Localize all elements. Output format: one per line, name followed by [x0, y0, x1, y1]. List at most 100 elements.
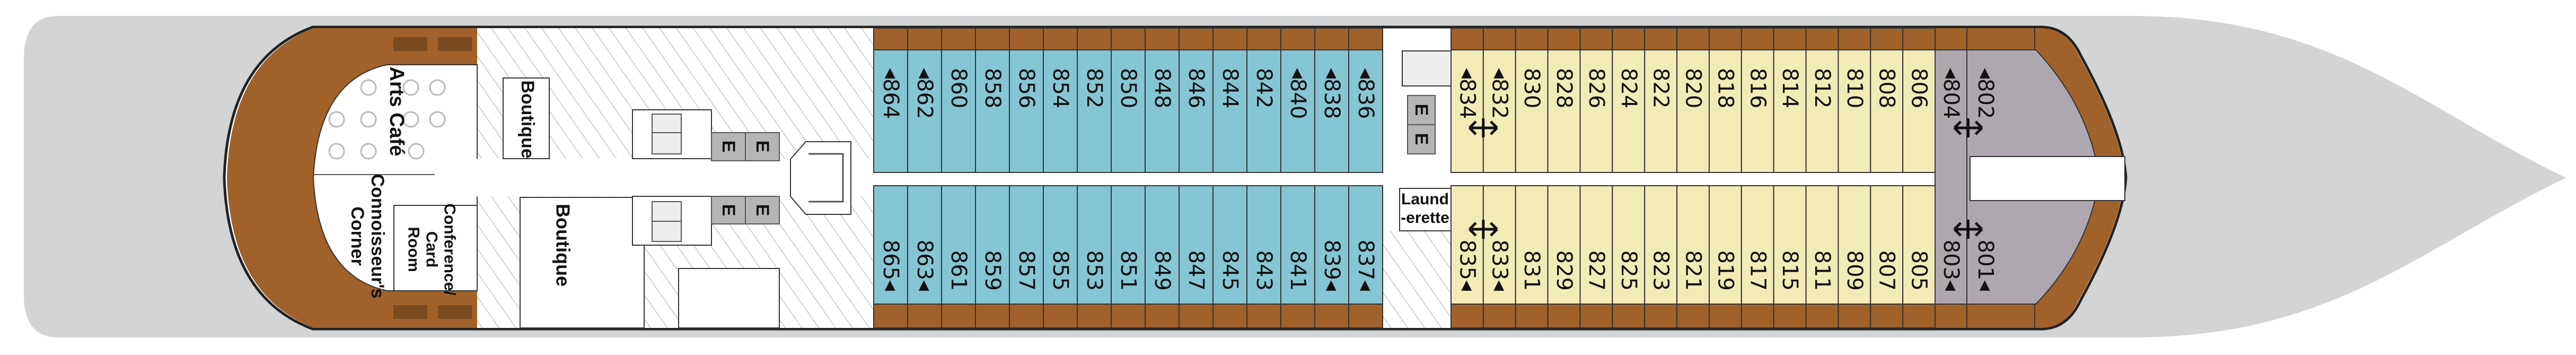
cabin-number: 814: [1778, 68, 1802, 108]
conference-room-label-2: Card: [423, 231, 441, 267]
elevator-bank-lower: E E: [711, 196, 780, 224]
cabin-number: 808: [1875, 68, 1899, 108]
cabin-815[interactable]: [1773, 185, 1807, 305]
cabin-number: ◀834: [1455, 68, 1479, 119]
accessible-marker-icon: ◀: [1943, 68, 1959, 79]
cabin-835[interactable]: [1450, 185, 1484, 305]
cabin-number: 810: [1842, 68, 1867, 108]
cabin-balcony: [1773, 28, 1807, 50]
cabin-balcony: [1280, 304, 1315, 328]
cabin-number: 851: [1116, 250, 1140, 291]
cabin-number: 831: [1519, 250, 1544, 291]
cabin-balcony: [1482, 28, 1516, 50]
cabin-number: 818: [1713, 68, 1737, 108]
connoisseurs-corner-label-1: Connoisseur's: [367, 174, 388, 299]
cabin-balcony: [941, 28, 976, 50]
launderette[interactable]: [1399, 188, 1452, 231]
cabin-830[interactable]: [1515, 49, 1549, 173]
cabin-848[interactable]: [1145, 49, 1180, 173]
cabin-822[interactable]: [1644, 49, 1678, 173]
cabin-833[interactable]: [1482, 185, 1516, 305]
cabin-810[interactable]: [1838, 49, 1871, 173]
cabin-816[interactable]: [1740, 49, 1774, 173]
cabin-number: 847: [1184, 250, 1208, 291]
cabin-number: 850: [1116, 68, 1140, 108]
cabin-number: 803◀: [1939, 240, 1963, 291]
cabin-806[interactable]: [1902, 49, 1936, 173]
cabin-856[interactable]: [1009, 49, 1044, 173]
cabin-826[interactable]: [1579, 49, 1613, 173]
cabin-865[interactable]: [873, 185, 908, 305]
cabin-817[interactable]: [1740, 185, 1774, 305]
cabin-balcony: [1579, 304, 1613, 328]
atrium-steps: [808, 153, 844, 203]
cabin-balcony: [1348, 28, 1383, 50]
cabin-number: 811: [1810, 250, 1834, 291]
cabin-831[interactable]: [1515, 185, 1549, 305]
cabin-balcony: [975, 28, 1010, 50]
cabin-839[interactable]: [1314, 185, 1349, 305]
cabin-862[interactable]: [907, 49, 942, 173]
mid-stairs: [1402, 50, 1452, 86]
arts-cafe-label: Arts Café: [385, 67, 408, 157]
cabin-852[interactable]: [1077, 49, 1112, 173]
connecting-door-icon: [1953, 220, 1983, 239]
boutique-upper[interactable]: [503, 77, 550, 159]
cabin-balcony: [1246, 304, 1281, 328]
elevator-label: E: [752, 204, 772, 217]
cabin-balcony: [1450, 28, 1484, 50]
cabin-834[interactable]: [1450, 49, 1484, 173]
cabin-balcony: [1314, 304, 1349, 328]
cabin-number: 855: [1048, 250, 1072, 291]
cabin-balcony: [1902, 304, 1936, 328]
cabin-balcony: [1902, 28, 1936, 50]
cabin-857[interactable]: [1009, 185, 1044, 305]
elevator-label: E: [1411, 104, 1431, 116]
cabin-824[interactable]: [1612, 49, 1646, 173]
cabin-836[interactable]: [1348, 49, 1383, 173]
cabin-balcony: [1515, 304, 1549, 328]
cabin-808[interactable]: [1870, 49, 1904, 173]
boutique-lower[interactable]: [520, 197, 645, 328]
cabin-number: 824: [1616, 68, 1641, 108]
cabin-number: 829: [1552, 250, 1576, 291]
conference-room-label-1: Conference/: [441, 203, 459, 296]
cabin-number: 849: [1150, 250, 1174, 291]
cabin-814[interactable]: [1773, 49, 1807, 173]
cabin-805[interactable]: [1902, 185, 1936, 305]
stair-treads-lower: [652, 201, 682, 242]
cabin-827[interactable]: [1579, 185, 1613, 305]
cabin-850[interactable]: [1111, 49, 1146, 173]
cabin-number: 859: [980, 250, 1005, 291]
cabin-number: 822: [1649, 68, 1673, 108]
cabin-846[interactable]: [1179, 49, 1214, 173]
cabin-balcony: [1579, 28, 1613, 50]
cabin-number: 854: [1048, 68, 1072, 108]
service-area-mid: [1383, 231, 1451, 328]
cabin-811[interactable]: [1805, 185, 1839, 305]
cabin-balcony: [1708, 28, 1742, 50]
cabin-balcony: [873, 304, 908, 328]
boutique-upper-label: Boutique: [517, 80, 538, 158]
cabin-818[interactable]: [1708, 49, 1742, 173]
cabin-828[interactable]: [1547, 49, 1581, 173]
cabin-840[interactable]: [1280, 49, 1315, 173]
cabin-841[interactable]: [1280, 185, 1315, 305]
cabin-861[interactable]: [941, 185, 976, 305]
cabin-832[interactable]: [1482, 49, 1516, 173]
cabin-842[interactable]: [1246, 49, 1281, 173]
cabin-821[interactable]: [1676, 185, 1710, 305]
cabin-837[interactable]: [1348, 185, 1383, 305]
cabin-829[interactable]: [1547, 185, 1581, 305]
mid-elevator-1: [1407, 95, 1436, 125]
cabin-balcony: [1179, 304, 1214, 328]
cabin-844[interactable]: [1212, 49, 1247, 173]
cabin-859[interactable]: [975, 185, 1010, 305]
cabin-number: 841: [1286, 250, 1310, 291]
cabin-825[interactable]: [1612, 185, 1646, 305]
cabin-number: 852: [1082, 68, 1106, 108]
cabin-864[interactable]: [873, 49, 908, 173]
conference-room[interactable]: [393, 205, 478, 291]
cabin-balcony: [1838, 304, 1871, 328]
cabin-838[interactable]: [1314, 49, 1349, 173]
